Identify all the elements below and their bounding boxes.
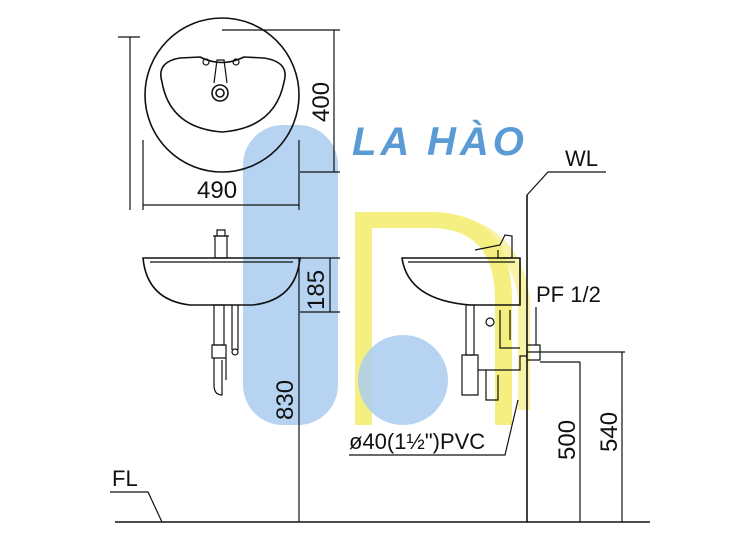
basin-side-view: WL PF 1/2 ø40(1½")PVC 500 540 xyxy=(349,146,625,522)
basin-front-view: 185 830 xyxy=(142,229,340,522)
label-drain-pipe: ø40(1½")PVC xyxy=(349,429,485,454)
label-wall-line: WL xyxy=(565,146,598,171)
floor-line: FL xyxy=(110,466,650,523)
label-supply-pipe: PF 1/2 xyxy=(536,282,601,307)
watermark-brand-text: LA HÀO xyxy=(352,119,528,164)
label-floor-line: FL xyxy=(112,466,138,491)
dimension-basin-width: 490 xyxy=(197,177,237,204)
watermark-blue-circle xyxy=(358,335,448,425)
watermark-blue-bar xyxy=(243,125,338,425)
dimension-supply-height: 540 xyxy=(596,412,623,452)
watermark-logo: LA HÀO xyxy=(243,119,530,425)
dimension-basin-depth: 400 xyxy=(308,82,335,122)
dimension-rim-height: 830 xyxy=(272,380,299,420)
watermark-yellow-arc-2 xyxy=(420,212,530,410)
dimension-basin-height: 185 xyxy=(303,270,330,310)
basin-top-view: 490 400 xyxy=(142,17,340,210)
dimension-drain-height: 500 xyxy=(554,420,581,460)
